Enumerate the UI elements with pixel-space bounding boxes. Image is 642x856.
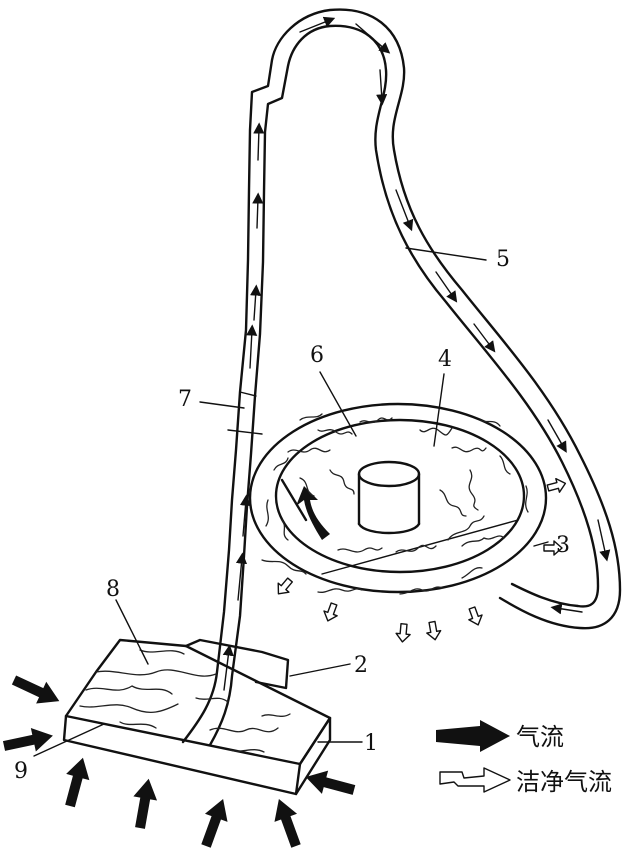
airflow-arrow-icon xyxy=(133,778,158,829)
clean-arrow-icon xyxy=(546,477,567,493)
dust-fibres xyxy=(261,413,529,595)
leader-7 xyxy=(199,401,245,409)
leader-6 xyxy=(319,371,357,437)
chamber-inner-ring xyxy=(274,418,526,574)
leader-8 xyxy=(115,599,149,665)
tube-joint-line xyxy=(227,429,263,435)
leader-2 xyxy=(289,663,351,677)
leader-9 xyxy=(33,723,105,757)
label-5: 5 xyxy=(496,247,510,272)
label-9: 9 xyxy=(14,759,28,784)
intake-arrows xyxy=(2,675,356,848)
leader-4 xyxy=(433,373,445,447)
nozzle-side-face xyxy=(294,716,332,796)
floor-nozzle xyxy=(62,638,332,796)
tube-flow-arrows xyxy=(222,16,611,691)
hose-tube xyxy=(181,8,622,747)
clean-air-arrows xyxy=(277,477,567,643)
clean-arrow-icon xyxy=(323,602,338,622)
label-3: 3 xyxy=(556,533,570,558)
clean-arrow-icon xyxy=(543,540,563,556)
legend-airflow-arrow-icon xyxy=(436,720,510,752)
label-6: 6 xyxy=(310,343,324,368)
clean-arrow-icon xyxy=(468,606,483,626)
label-1: 1 xyxy=(364,731,378,756)
airflow-arrow-icon xyxy=(305,770,356,795)
nozzle-back-block xyxy=(184,638,290,690)
chamber-inlet xyxy=(280,478,308,522)
hose-outer-wall xyxy=(181,8,622,744)
airflow-arrow-icon xyxy=(65,757,90,808)
chamber-outer-ring xyxy=(248,402,548,594)
clean-arrow-icon xyxy=(395,623,411,643)
label-7: 7 xyxy=(178,387,192,412)
label-2: 2 xyxy=(354,653,368,678)
label-4: 4 xyxy=(438,347,452,372)
clean-arrow-icon xyxy=(426,620,442,641)
leader-5 xyxy=(405,247,487,261)
hose-inner-wall xyxy=(208,24,600,747)
central-cylinder xyxy=(357,460,421,535)
nozzle-front-face xyxy=(62,714,302,796)
leader-3 xyxy=(533,541,549,547)
label-8: 8 xyxy=(106,577,120,602)
airflow-arrow-icon xyxy=(2,728,53,752)
legend: 气流 洁净气流 xyxy=(436,720,612,796)
swirl-arrow-icon xyxy=(296,486,330,540)
airflow-arrow-icon xyxy=(11,675,60,704)
legend-clean-airflow-label: 洁净气流 xyxy=(516,768,612,796)
nozzle-top-face xyxy=(64,638,332,766)
legend-airflow-label: 气流 xyxy=(516,723,564,751)
tube-joint-line xyxy=(239,391,257,397)
dust-chamber xyxy=(248,402,548,595)
airflow-arrow-icon xyxy=(201,799,228,848)
airflow-arrow-icon xyxy=(274,799,301,848)
clean-arrow-icon xyxy=(277,577,293,595)
leader-lines xyxy=(33,247,549,757)
legend-clean-arrow-icon xyxy=(439,767,511,793)
